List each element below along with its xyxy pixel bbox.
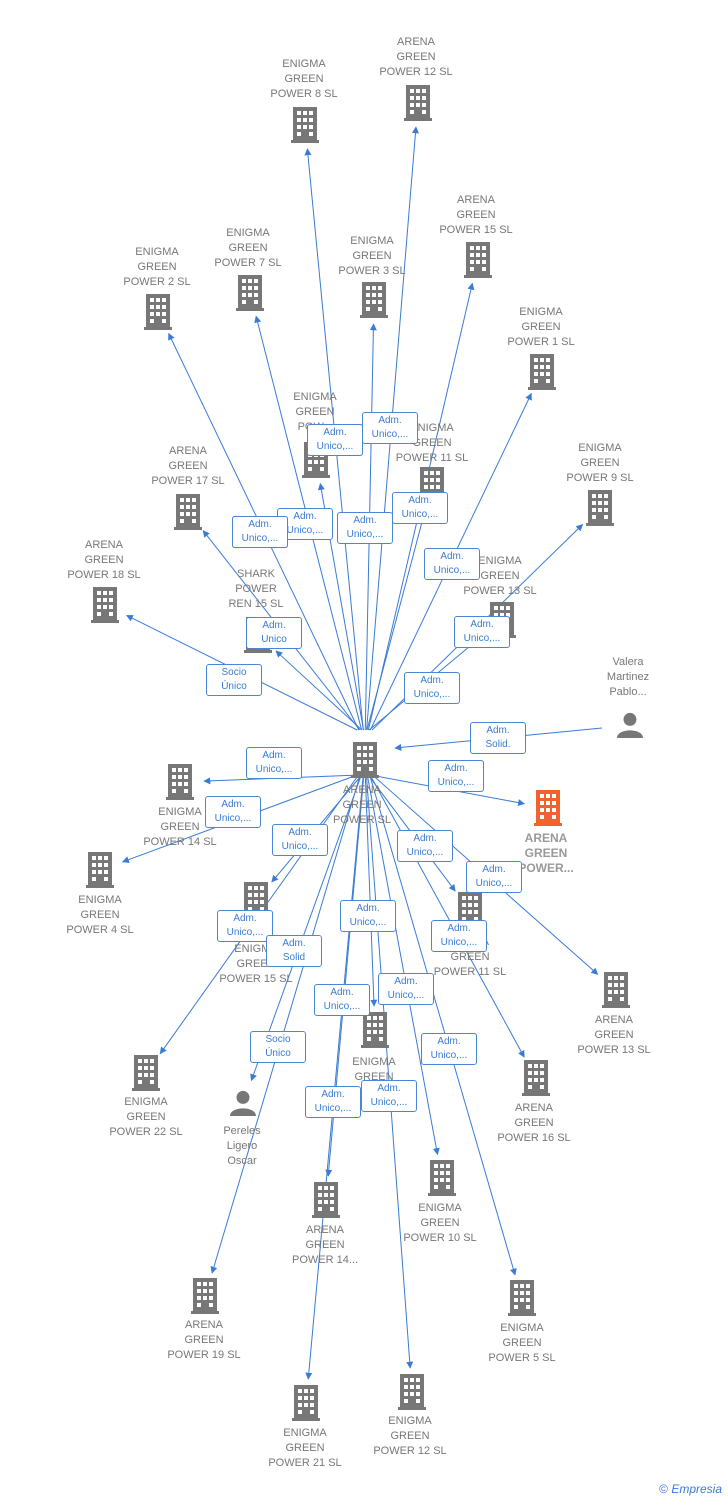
edge-label-pereles[interactable]: Socio Único: [250, 1031, 306, 1063]
building-icon-eg10[interactable]: [428, 1160, 456, 1196]
node-label-eg14[interactable]: ENIGMA GREEN POWER 14 SL: [143, 806, 217, 848]
edge-label-shark[interactable]: Adm. Unico: [246, 617, 302, 649]
edge-label-valera[interactable]: Adm. Solid.: [470, 722, 526, 754]
node-label-center[interactable]: ARENA GREEN POWER SL: [332, 784, 392, 826]
edge-label-ag14[interactable]: Adm. Unico,...: [305, 1086, 361, 1118]
building-icon-ag22[interactable]: [132, 1055, 160, 1091]
building-icon-ag12t[interactable]: [404, 85, 432, 121]
edge-label-ag16[interactable]: Adm. Unico,...: [431, 920, 487, 952]
building-icon-ag15t[interactable]: [464, 242, 492, 278]
node-label-eg21[interactable]: ENIGMA GREEN POWER 21 SL: [268, 1427, 342, 1469]
edge-label-eg6[interactable]: Adm. Unico,...: [340, 900, 396, 932]
person-icon-pereles[interactable]: [230, 1090, 256, 1116]
edge-label-eg1[interactable]: Adm. Unico,...: [424, 548, 480, 580]
edge-label-ag22[interactable]: Adm. Unico,...: [217, 910, 273, 942]
edge-label-ag18[interactable]: Socio Único: [206, 664, 262, 696]
node-label-ag18[interactable]: ARENA GREEN POWER 18 SL: [67, 539, 141, 581]
node-label-eg11[interactable]: ENIGMA GREEN POWER 11 SL: [395, 422, 469, 464]
building-icon-ag16[interactable]: [522, 1060, 550, 1096]
edge-center-to-pereles: [250, 774, 362, 1082]
node-label-shark[interactable]: SHARK POWER REN 15 SL: [228, 568, 284, 610]
node-label-eg9[interactable]: ENIGMA GREEN POWER 9 SL: [566, 442, 634, 484]
building-icon-eg3[interactable]: [360, 282, 388, 318]
edge-label-ag17[interactable]: Adm. Unico,...: [232, 516, 288, 548]
edge-center-to-ag19: [210, 774, 361, 1274]
building-icon-ag19[interactable]: [191, 1278, 219, 1314]
edge-center-to-eg6: [364, 774, 378, 1007]
building-icon-eg5[interactable]: [508, 1280, 536, 1316]
building-icon-eg7[interactable]: [236, 275, 264, 311]
edge-label-ag13[interactable]: Adm. Unico,...: [466, 861, 522, 893]
node-label-ag16[interactable]: ARENA GREEN POWER 16 SL: [497, 1102, 571, 1144]
node-label-ag22[interactable]: ENIGMA GREEN POWER 22 SL: [109, 1096, 183, 1138]
building-icon-eg4[interactable]: [86, 852, 114, 888]
edge-label-eg13[interactable]: Adm. Unico,...: [404, 672, 460, 704]
edge-label-ag15t[interactable]: Adm. Unico,...: [337, 512, 393, 544]
edge-label-ag12t[interactable]: Adm. Unico,...: [362, 412, 418, 444]
node-label-eg5[interactable]: ENIGMA GREEN POWER 5 SL: [488, 1322, 556, 1364]
edge-label-egX[interactable]: Adm. Unico,...: [307, 424, 363, 456]
edge-center-to-eg10: [366, 774, 440, 1156]
node-label-eg8[interactable]: ENIGMA GREEN POWER 8 SL: [270, 58, 338, 100]
building-icon-eg21[interactable]: [292, 1385, 320, 1421]
building-icon-eg14[interactable]: [166, 764, 194, 800]
edge-label-eg5[interactable]: Adm. Unico,...: [421, 1033, 477, 1065]
node-label-eg4[interactable]: ENIGMA GREEN POWER 4 SL: [66, 894, 134, 936]
edge-label-eg15[interactable]: Adm. Unico,...: [272, 824, 328, 856]
node-label-eg10[interactable]: ENIGMA GREEN POWER 10 SL: [403, 1202, 477, 1244]
node-label-pereles[interactable]: Pereles Ligero Oscar: [223, 1125, 261, 1167]
node-label-ag12t[interactable]: ARENA GREEN POWER 12 SL: [379, 36, 453, 78]
building-icon-ag17[interactable]: [174, 494, 202, 530]
building-icon-eg12[interactable]: [398, 1374, 426, 1410]
edge-center-to-ag16: [369, 774, 525, 1058]
building-icon-ag18[interactable]: [91, 587, 119, 623]
edge-label-eg11[interactable]: Adm. Unico,...: [392, 492, 448, 524]
edge-label-agHL[interactable]: Adm. Unico,...: [428, 760, 484, 792]
building-icon-eg2[interactable]: [144, 294, 172, 330]
brand-name: Empresia: [671, 1482, 722, 1496]
node-label-ag13[interactable]: ARENA GREEN POWER 13 SL: [577, 1014, 651, 1056]
building-icon-eg8[interactable]: [291, 107, 319, 143]
edge-center-to-eg11: [366, 507, 428, 731]
edge-center-to-eg21: [305, 774, 364, 1380]
building-icon-eg6[interactable]: [361, 1012, 389, 1048]
node-label-eg2[interactable]: ENIGMA GREEN POWER 2 SL: [123, 246, 191, 288]
building-icon-eg1[interactable]: [528, 354, 556, 390]
edge-label-eg21[interactable]: Adm. Unico,...: [314, 984, 370, 1016]
edge-center-to-shark: [275, 650, 363, 731]
edge-center-to-eg12: [365, 774, 414, 1369]
node-label-ag17[interactable]: ARENA GREEN POWER 17 SL: [151, 445, 225, 487]
node-label-ag15t[interactable]: ARENA GREEN POWER 15 SL: [439, 194, 513, 236]
node-label-ag19[interactable]: ARENA GREEN POWER 19 SL: [167, 1319, 241, 1361]
node-label-ag14[interactable]: ARENA GREEN POWER 14...: [291, 1224, 359, 1266]
building-icon-ag13[interactable]: [602, 972, 630, 1008]
building-icon-agHL[interactable]: [534, 790, 562, 826]
node-label-eg13[interactable]: ENIGMA GREEN POWER 13 SL: [463, 555, 537, 597]
building-icon-center[interactable]: [351, 742, 379, 778]
building-icon-eg9[interactable]: [586, 490, 614, 526]
edge-label-eg12[interactable]: Adm. Unico,...: [361, 1080, 417, 1112]
node-label-eg7[interactable]: ENIGMA GREEN POWER 7 SL: [214, 227, 282, 269]
edge-label-eg10[interactable]: Adm. Unico,...: [378, 973, 434, 1005]
node-label-eg3[interactable]: ENIGMA GREEN POWER 3 SL: [338, 235, 406, 277]
node-label-eg12[interactable]: ENIGMA GREEN POWER 12 SL: [373, 1415, 447, 1457]
copyright-icon: ©: [659, 1482, 668, 1496]
footer-brand[interactable]: © Empresia: [659, 1482, 722, 1496]
node-label-valera[interactable]: Valera Martinez Pablo...: [606, 656, 650, 698]
edge-label-ag11[interactable]: Adm. Unico,...: [397, 830, 453, 862]
edge-center-to-eg5: [369, 774, 517, 1276]
building-icon-ag14[interactable]: [312, 1182, 340, 1218]
node-label-eg1[interactable]: ENIGMA GREEN POWER 1 SL: [507, 306, 575, 348]
edge-label-eg14[interactable]: Adm. Unico,...: [246, 747, 302, 779]
person-icon-valera[interactable]: [617, 712, 643, 738]
node-label-agHL[interactable]: ARENA GREEN POWER...: [518, 831, 574, 875]
edge-label-ag19[interactable]: Adm. Solid: [266, 935, 322, 967]
edge-label-eg9[interactable]: Adm. Unico,...: [454, 616, 510, 648]
edge-label-eg4[interactable]: Adm. Unico,...: [205, 796, 261, 828]
